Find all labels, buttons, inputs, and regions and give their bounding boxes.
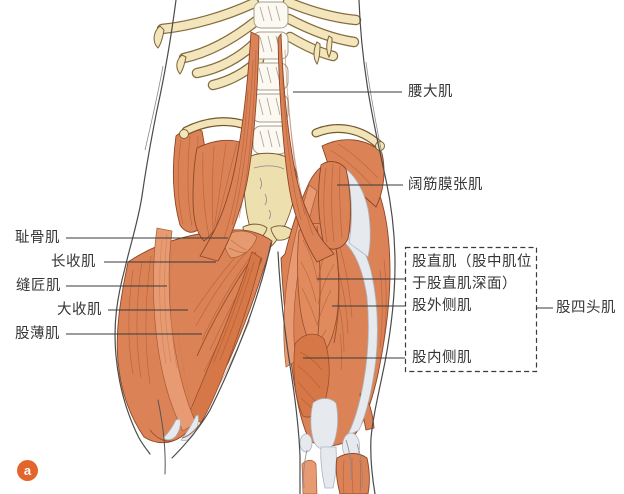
label-rectus-femoris-note-line1: 股直肌（股中肌位: [412, 254, 532, 270]
label-rectus-femoris-note-line2: 于股直肌深面）: [412, 276, 517, 292]
label-vastus-medialis: 股内侧肌: [412, 350, 472, 366]
right-hip-muscles: [318, 139, 385, 258]
label-quadriceps-femoris: 股四头肌: [556, 300, 616, 316]
label-vastus-lateralis: 股外侧肌: [412, 298, 472, 314]
label-rectus-femoris-note: 股直肌（股中肌位 于股直肌深面）: [412, 251, 532, 295]
label-adductor-magnus: 大收肌: [57, 302, 102, 318]
leader-lines: [66, 91, 553, 359]
label-gracilis: 股薄肌: [15, 326, 60, 342]
label-tensor-fasciae-latae: 阔筋膜张肌: [408, 177, 483, 193]
left-thigh-muscles: [116, 227, 273, 475]
label-pectineus: 耻骨肌: [15, 230, 60, 246]
label-sartorius: 缝匠肌: [16, 278, 61, 294]
body-outline: [114, 0, 396, 494]
quadriceps-group-box: [404, 246, 538, 373]
psoas-major-muscles: [199, 31, 335, 263]
label-adductor-longus: 长收肌: [51, 254, 96, 270]
label-psoas-major: 腰大肌: [408, 84, 453, 100]
panel-badge: a: [17, 460, 38, 481]
left-hip-muscles: [172, 128, 244, 242]
iliac-crest-icon: [179, 117, 385, 151]
